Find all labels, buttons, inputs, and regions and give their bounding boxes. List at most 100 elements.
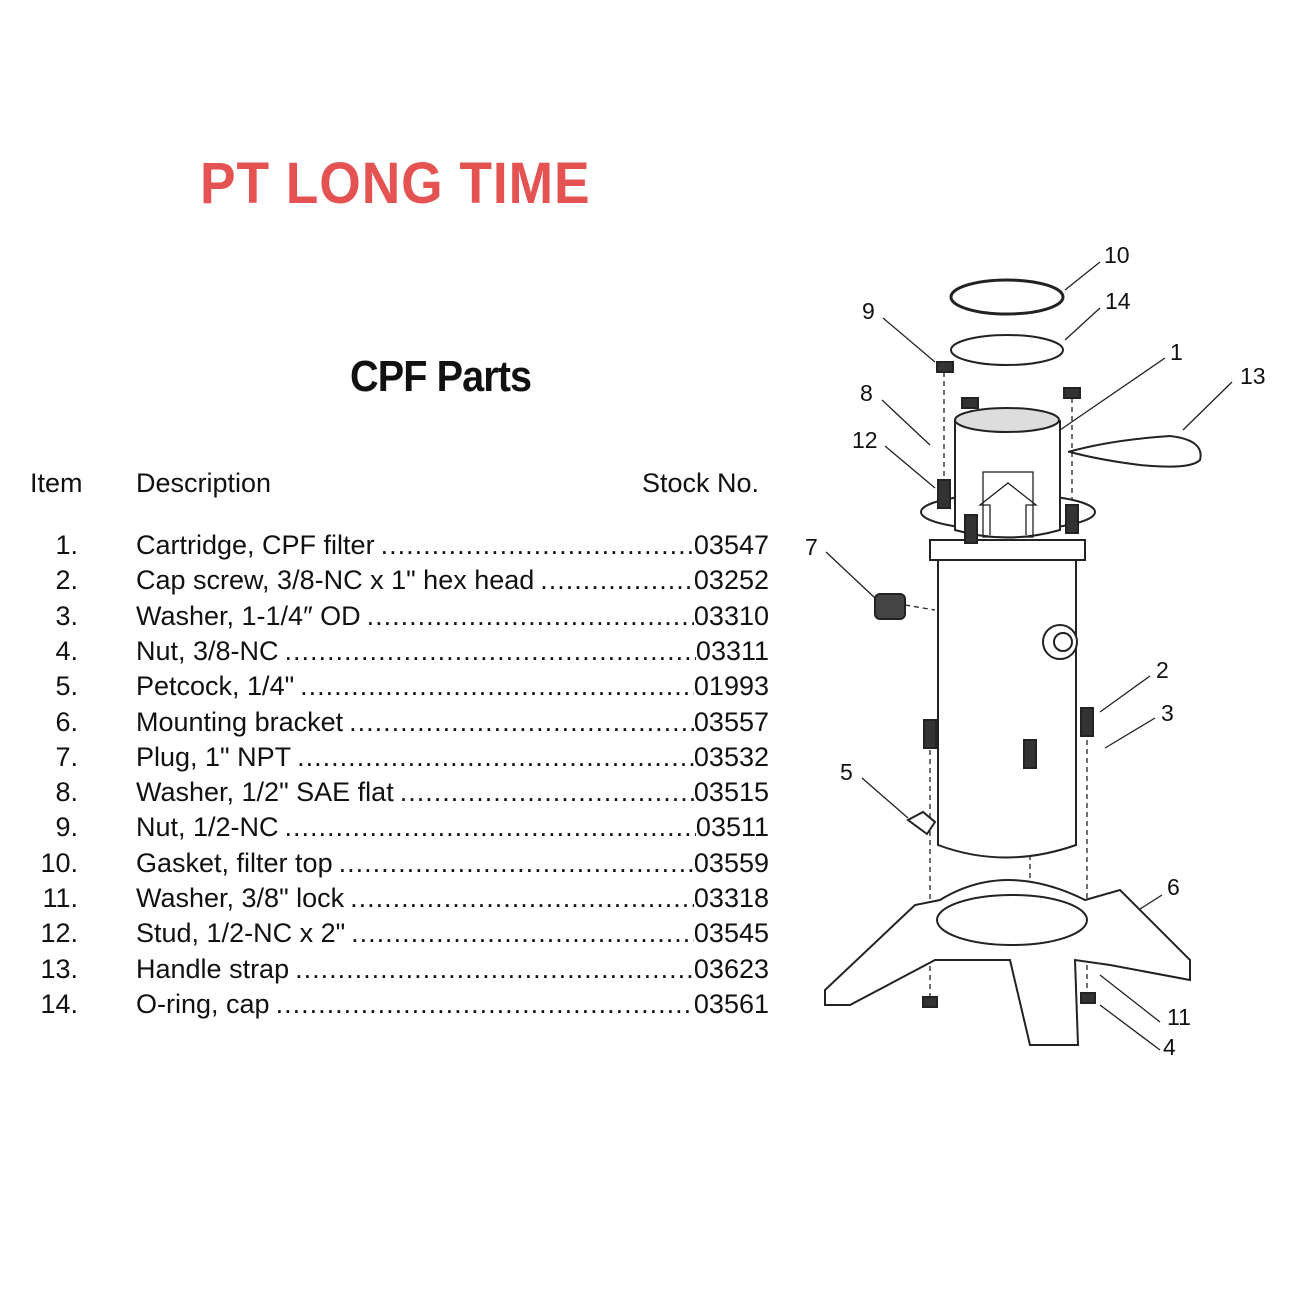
leader-dots: ........................................…	[350, 883, 694, 913]
item-description: Washer, 1/2" SAE flat	[136, 777, 394, 808]
callout-3: 3	[1161, 700, 1174, 726]
callout-9: 9	[862, 298, 875, 324]
leader-dots: ........................................…	[275, 988, 694, 1019]
item-description: Nut, 1/2-NC	[136, 812, 279, 843]
plug-icon	[874, 593, 906, 620]
stock-number: 03252	[693, 565, 769, 596]
item-number: 4.	[55, 635, 78, 666]
table-row: 5. Petcock, 1/4".........................…	[30, 671, 769, 705]
item-description: Gasket, filter top	[136, 847, 333, 878]
leader-dots: ........................................…	[300, 671, 694, 702]
leader-dots: ........................................…	[349, 706, 694, 737]
item-description: Cap screw, 3/8-NC x 1" hex head	[136, 565, 535, 596]
item-number: 9.	[55, 812, 78, 843]
stock-number: 03559	[693, 847, 769, 878]
housing-icon	[937, 545, 1077, 859]
table-row: 9. Nut, 1/2-NC...........................…	[30, 812, 769, 846]
stock-number: 03515	[693, 777, 769, 808]
callout-12: 12	[852, 427, 878, 453]
item-description: Cartridge, CPF filter	[136, 530, 375, 560]
item-description: Petcock, 1/4"	[136, 671, 295, 702]
callout-8: 8	[860, 380, 873, 406]
callout-14: 14	[1105, 288, 1131, 314]
stock-number: 03545	[693, 918, 769, 949]
table-row: 12. Stud, 1/2-NC x 2"....................…	[30, 918, 769, 952]
stock-number: 03547	[693, 530, 769, 560]
item-number: 12.	[40, 918, 78, 949]
callout-1: 1	[1170, 339, 1183, 365]
leader-dots: ........................................…	[540, 565, 694, 596]
table-row: 8. Washer, 1/2" SAE flat.................…	[30, 777, 769, 811]
item-number: 1.	[55, 530, 78, 560]
table-row: 11. Washer, 3/8" lock....................…	[30, 883, 769, 917]
item-description: Mounting bracket	[136, 706, 344, 737]
stock-number: 03623	[693, 953, 769, 984]
item-number: 10.	[40, 847, 78, 878]
stock-number: 03532	[693, 741, 769, 772]
arrow-icon	[978, 482, 1038, 535]
petcock-icon	[906, 810, 937, 836]
handle-strap-icon	[1067, 434, 1202, 468]
stock-number: 03557	[693, 706, 769, 737]
table-row: 10. Gasket, filter top...................…	[30, 848, 769, 882]
item-number: 7.	[55, 741, 78, 772]
header-item: Item	[30, 468, 83, 498]
table-row: 3. Washer, 1-1/4″ OD.....................…	[30, 601, 769, 635]
stock-number: 03311	[695, 635, 769, 666]
callout-2: 2	[1156, 657, 1169, 683]
item-number: 5.	[55, 671, 78, 702]
gasket-icon	[949, 278, 1065, 316]
leader-dots: ........................................…	[295, 953, 694, 984]
table-row: 1. Cartridge, CPF filter.................…	[30, 530, 769, 564]
item-description: Washer, 3/8" lock	[136, 883, 345, 913]
leader-dots: ........................................…	[351, 918, 694, 949]
watermark: PT LONG TIME	[200, 151, 591, 216]
callout-4: 4	[1163, 1034, 1176, 1060]
callout-5: 5	[840, 759, 853, 785]
header-stock: Stock No.	[642, 468, 760, 498]
leader-dots: ........................................…	[297, 741, 694, 772]
item-number: 6.	[55, 706, 78, 737]
leader-dots: ........................................…	[380, 530, 694, 560]
item-number: 3.	[55, 600, 78, 631]
item-number: 11.	[42, 883, 78, 913]
page-title: CPF Parts	[350, 352, 532, 401]
item-number: 14.	[40, 988, 78, 1019]
item-number: 2.	[55, 565, 78, 596]
stock-number: 01993	[693, 671, 769, 702]
callout-10: 10	[1104, 242, 1130, 268]
item-description: O-ring, cap	[136, 988, 270, 1019]
leader-dots: ........................................…	[338, 847, 694, 878]
hardware-icons	[922, 361, 1096, 1008]
item-description: Plug, 1" NPT	[136, 741, 292, 772]
callout-13: 13	[1240, 363, 1266, 389]
item-description: Handle strap	[136, 953, 290, 984]
item-description: Washer, 1-1/4″ OD	[136, 600, 361, 631]
table-row: 6. Mounting bracket......................…	[30, 707, 769, 741]
table-row: 2. Cap screw, 3/8-NC x 1" hex head.......…	[30, 565, 769, 599]
outlet-port-icon	[1042, 624, 1078, 660]
table-row: 13. Handle strap.........................…	[30, 954, 769, 988]
leader-lines	[825, 261, 1233, 1051]
leader-dots: ........................................…	[366, 600, 694, 631]
stock-number: 03511	[695, 812, 769, 843]
o-ring-icon	[950, 334, 1064, 366]
mounting-bracket-icon	[824, 879, 1191, 1046]
header-description: Description	[136, 468, 272, 498]
item-number: 8.	[55, 777, 78, 808]
stock-number: 03310	[693, 600, 769, 631]
stock-number: 03318	[693, 883, 769, 913]
callout-6: 6	[1167, 874, 1180, 900]
item-description: Stud, 1/2-NC x 2"	[136, 918, 346, 949]
leader-dots: ........................................…	[399, 777, 694, 808]
table-row: 14. O-ring, cap..........................…	[30, 989, 769, 1023]
leader-dots: ........................................…	[284, 812, 696, 843]
item-number: 13.	[40, 953, 78, 984]
callout-11: 11	[1167, 1004, 1191, 1030]
table-row: 7. Plug, 1" NPT..........................…	[30, 742, 769, 776]
callout-7: 7	[805, 534, 818, 560]
table-row: 4.Nut, 3/8-NC...........................…	[30, 636, 769, 670]
stock-number: 03561	[693, 988, 769, 1019]
leader-dots: ........................................…	[284, 635, 696, 666]
